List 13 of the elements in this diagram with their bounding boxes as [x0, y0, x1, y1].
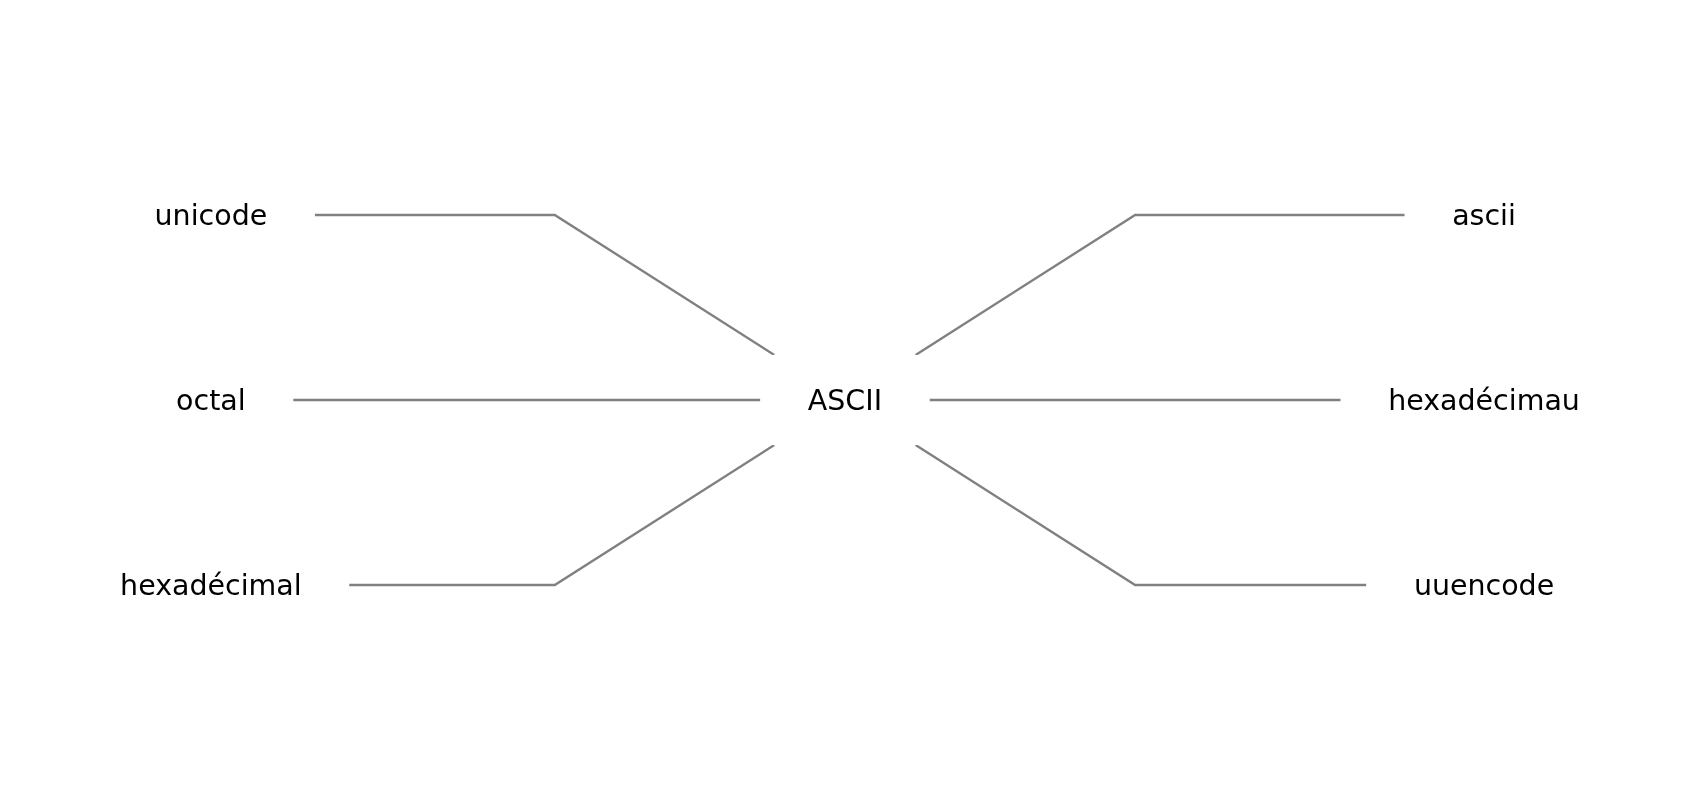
node-text: hexadécimau: [1388, 383, 1580, 417]
connector: [293, 398, 761, 402]
connector: [929, 398, 1341, 402]
node-text: octal: [176, 383, 246, 417]
node-text: ASCII: [807, 383, 883, 417]
node-text: unicode: [154, 198, 268, 232]
connector: [915, 213, 1405, 356]
node-text: ascii: [1452, 198, 1516, 232]
node-text: uuencode: [1413, 568, 1555, 602]
connector: [314, 213, 775, 356]
connector: [915, 444, 1367, 587]
node-text: hexadécimal: [120, 568, 302, 602]
connector: [349, 444, 775, 587]
